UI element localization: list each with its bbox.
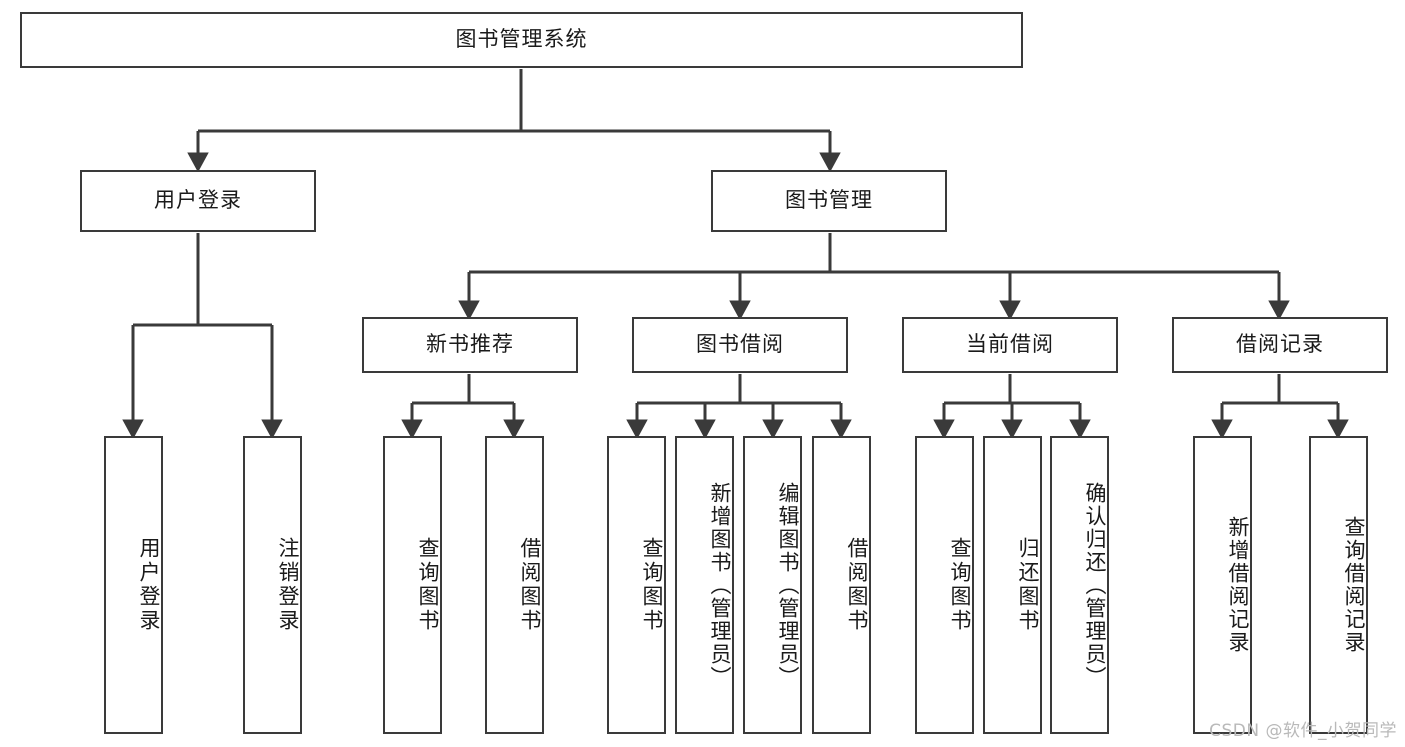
- node-new-book-recommend[interactable]: 新书推荐: [362, 317, 578, 373]
- leaf-label: 编辑图书（管理员）: [776, 481, 800, 689]
- leaf-confirm-return-admin[interactable]: 确认归还（管理员）: [1050, 436, 1109, 734]
- leaf-add-book-admin[interactable]: 新增图书（管理员）: [675, 436, 734, 734]
- node-root[interactable]: 图书管理系统: [20, 12, 1023, 68]
- leaf-label: 新增借阅记录: [1226, 516, 1250, 654]
- leaf-label: 借阅图书: [518, 537, 542, 633]
- leaf-query-borrow-record[interactable]: 查询借阅记录: [1309, 436, 1368, 734]
- leaf-label: 查询图书: [416, 537, 440, 633]
- node-borrow-record[interactable]: 借阅记录: [1172, 317, 1388, 373]
- leaf-query-book-current[interactable]: 查询图书: [915, 436, 974, 734]
- leaf-label: 归还图书: [1016, 537, 1040, 633]
- leaf-label: 查询借阅记录: [1342, 516, 1366, 654]
- node-book-borrow[interactable]: 图书借阅: [632, 317, 848, 373]
- leaf-logout[interactable]: 注销登录: [243, 436, 302, 734]
- watermark: CSDN @软件_小贺同学: [1209, 721, 1397, 741]
- leaf-add-borrow-record[interactable]: 新增借阅记录: [1193, 436, 1252, 734]
- leaf-label: 查询图书: [640, 537, 664, 633]
- leaf-edit-book-admin[interactable]: 编辑图书（管理员）: [743, 436, 802, 734]
- leaf-borrow-book-recommend[interactable]: 借阅图书: [485, 436, 544, 734]
- leaf-user-login[interactable]: 用户登录: [104, 436, 163, 734]
- leaf-return-book[interactable]: 归还图书: [983, 436, 1042, 734]
- leaf-label: 注销登录: [276, 537, 300, 633]
- node-user-login[interactable]: 用户登录: [80, 170, 316, 232]
- leaf-borrow-book[interactable]: 借阅图书: [812, 436, 871, 734]
- leaf-label: 新增图书（管理员）: [708, 481, 732, 689]
- node-current-borrow[interactable]: 当前借阅: [902, 317, 1118, 373]
- leaf-label: 借阅图书: [845, 537, 869, 633]
- node-book-management[interactable]: 图书管理: [711, 170, 947, 232]
- leaf-label: 确认归还（管理员）: [1083, 481, 1107, 689]
- leaf-query-book-recommend[interactable]: 查询图书: [383, 436, 442, 734]
- leaf-label: 用户登录: [137, 537, 161, 633]
- leaf-query-book-borrow[interactable]: 查询图书: [607, 436, 666, 734]
- leaf-label: 查询图书: [948, 537, 972, 633]
